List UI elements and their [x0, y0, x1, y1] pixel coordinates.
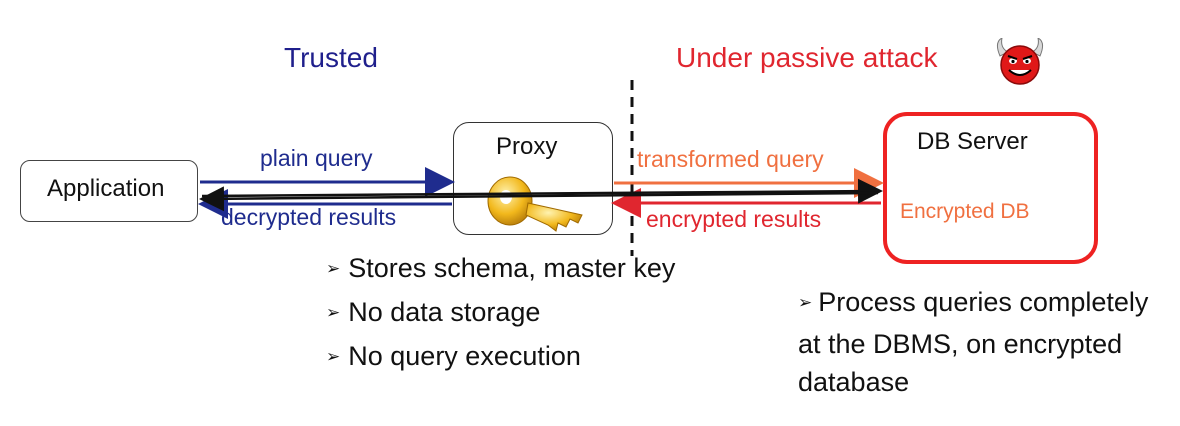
db-server-node: DB Server Encrypted DB: [883, 112, 1098, 264]
end-to-end-arrow-right: [201, 178, 883, 204]
list-item: ➢No data storage: [326, 297, 541, 327]
list-item: ➢Stores schema, master key: [326, 253, 676, 283]
encrypted-db-label: Encrypted DB: [900, 200, 1030, 223]
db-note-line: database: [798, 367, 910, 397]
application-label: Application: [47, 175, 165, 202]
db-note-line: at the DBMS, on encrypted: [798, 329, 1123, 359]
list-item: ➢No query execution: [326, 341, 581, 371]
bullet-arrow-icon: ➢: [798, 293, 813, 312]
transformed-query-label: transformed query: [637, 146, 824, 172]
devil-icon: [996, 38, 1044, 85]
proxy-node: Proxy: [453, 122, 613, 235]
plain-query-label: plain query: [260, 145, 373, 171]
attack-zone-label: Under passive attack: [676, 42, 938, 73]
end-to-end-arrow-left: [199, 186, 879, 212]
db-server-label: DB Server: [917, 128, 1028, 155]
encrypted-results-label: encrypted results: [646, 206, 822, 232]
key-icon: [487, 176, 583, 232]
application-node: Application: [20, 160, 198, 222]
db-note-line: ➢Process queries completely: [798, 287, 1149, 317]
trust-boundary-line: [630, 80, 634, 256]
bullet-arrow-icon: ➢: [326, 303, 341, 322]
db-notes: ➢Process queries completely at the DBMS,…: [798, 283, 1180, 401]
trusted-zone-label: Trusted: [284, 42, 378, 73]
bullet-arrow-icon: ➢: [326, 347, 341, 366]
proxy-label: Proxy: [496, 133, 558, 160]
proxy-notes-list: ➢Stores schema, master key ➢No data stor…: [326, 248, 675, 380]
decrypted-results-label: decrypted results: [221, 204, 397, 230]
bullet-arrow-icon: ➢: [326, 259, 341, 278]
